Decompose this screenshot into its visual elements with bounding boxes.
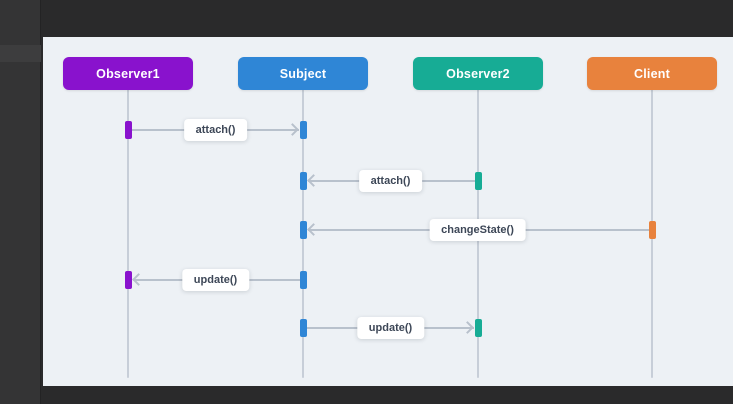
activation-bar-subject bbox=[299, 172, 307, 190]
message-label[interactable]: changeState() bbox=[429, 219, 526, 241]
activation-bar-subject bbox=[299, 221, 307, 239]
actor-subject[interactable]: Subject bbox=[238, 57, 368, 90]
lifeline-observer1 bbox=[127, 89, 129, 378]
activation-bar-observer2 bbox=[474, 172, 482, 190]
actor-client[interactable]: Client bbox=[587, 57, 717, 90]
activation-bar-subject bbox=[299, 319, 307, 337]
diagram-panel: Observer1 Subject Observer2 Client attach() a… bbox=[43, 37, 733, 386]
activation-bar-client bbox=[648, 221, 656, 239]
sidebar bbox=[0, 0, 41, 404]
activation-bar-observer2 bbox=[474, 319, 482, 337]
activation-bar-observer1 bbox=[124, 271, 132, 289]
activation-bar-subject bbox=[299, 121, 307, 139]
sidebar-selected-row[interactable] bbox=[0, 45, 41, 62]
message-label[interactable]: attach() bbox=[183, 119, 248, 141]
message-arrowhead-icon bbox=[131, 273, 145, 286]
message-label[interactable]: attach() bbox=[358, 170, 423, 192]
activation-bar-observer1 bbox=[124, 121, 132, 139]
message-arrowhead-icon bbox=[285, 123, 299, 136]
activation-bar-subject bbox=[299, 271, 307, 289]
message-arrowhead-icon bbox=[306, 223, 320, 236]
message-arrowhead-icon bbox=[460, 321, 474, 334]
actor-observer2[interactable]: Observer2 bbox=[413, 57, 543, 90]
message-label[interactable]: update() bbox=[356, 317, 425, 339]
message-arrowhead-icon bbox=[306, 174, 320, 187]
actor-observer1[interactable]: Observer1 bbox=[63, 57, 193, 90]
message-label[interactable]: update() bbox=[181, 269, 250, 291]
